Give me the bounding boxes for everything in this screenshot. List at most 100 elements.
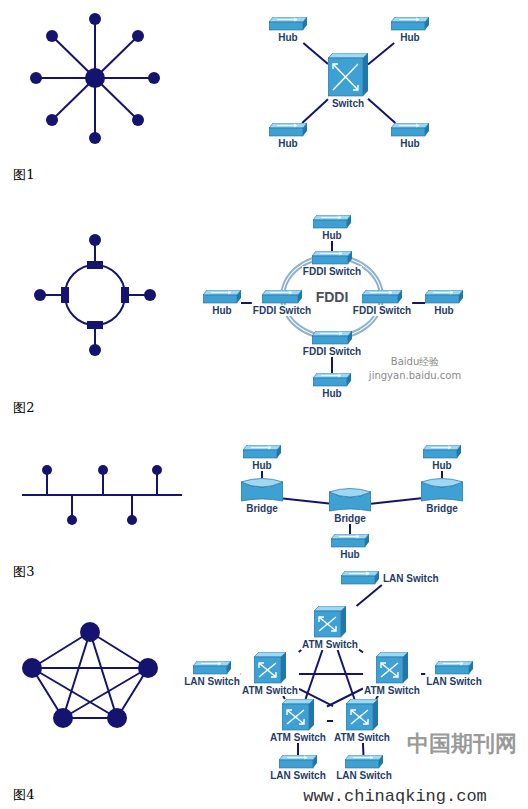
atm-device: ATM Switch <box>269 699 327 743</box>
device-label: ATM Switch <box>241 685 299 696</box>
icon-top <box>312 251 352 256</box>
icon-side <box>298 290 302 303</box>
icon-arrow <box>321 374 341 377</box>
icon-front <box>328 58 363 96</box>
bus-line <box>22 470 182 520</box>
bridge-icon <box>421 478 463 502</box>
icon-front <box>362 295 398 303</box>
lan-device: LAN Switch <box>335 755 393 781</box>
device-label: Hub <box>277 138 298 149</box>
station-dot <box>89 13 101 25</box>
hub-icon <box>269 17 307 31</box>
device-label: ATM Switch <box>301 639 359 650</box>
device-label: ATM Switch <box>269 732 327 743</box>
bridge-device: Bridge <box>421 478 463 514</box>
network-link <box>240 673 242 675</box>
station-dot <box>89 234 101 246</box>
network-link <box>412 302 425 304</box>
icon-arrow <box>277 124 297 127</box>
icon-side <box>457 445 461 458</box>
atm-icon <box>376 652 408 684</box>
mesh-links <box>32 632 148 718</box>
network-link <box>368 99 395 123</box>
icon-side <box>347 215 351 228</box>
icon-arrow <box>399 18 419 21</box>
star-topology <box>36 19 154 138</box>
icon-side <box>277 445 281 458</box>
device-label: Hub <box>399 138 420 149</box>
station-dot <box>132 114 144 126</box>
icon-arrow <box>320 252 342 255</box>
icon-arrow <box>339 535 359 538</box>
device-label: LAN Switch <box>382 573 440 584</box>
atm-device: ATM Switch <box>241 652 299 696</box>
icon-side <box>309 699 314 730</box>
icon-arrow <box>433 291 453 294</box>
icon-top <box>279 755 317 760</box>
icon-top <box>269 17 307 22</box>
icon-top <box>282 699 314 704</box>
icon-side <box>365 534 369 547</box>
icon-top <box>345 755 383 760</box>
icon-top <box>391 123 429 128</box>
icon-side <box>303 17 307 30</box>
hub-icon <box>243 445 281 459</box>
ring-line <box>65 265 125 325</box>
icon-top <box>269 123 307 128</box>
icon-top <box>425 290 463 295</box>
atm-icon <box>314 606 346 638</box>
station-dot <box>144 289 156 301</box>
network-link <box>297 743 299 755</box>
icon-arrow <box>370 291 392 294</box>
icon-side <box>348 251 352 264</box>
device-label: FDDI Switch <box>352 305 412 316</box>
icon-top <box>254 652 286 657</box>
icon-side <box>348 331 352 344</box>
figure-number: 图4 <box>13 786 34 804</box>
lan-icon <box>279 755 317 769</box>
lan-icon <box>341 571 379 585</box>
network-link <box>331 241 333 251</box>
atm-device: ATM Switch <box>363 652 421 696</box>
watermark: Baidu经验 <box>391 355 439 369</box>
icon-top <box>362 290 402 295</box>
icon-arrow <box>211 291 231 294</box>
station-dot <box>22 658 42 678</box>
station-dot <box>42 465 52 475</box>
fddi-icon <box>362 290 402 304</box>
icon-arrows <box>351 710 368 724</box>
hub-device: Hub <box>243 445 281 471</box>
network-link <box>376 696 378 699</box>
icon-arrow <box>251 446 271 449</box>
icon-top <box>435 661 473 666</box>
ring-topology <box>40 240 150 350</box>
lan-device: LAN Switch <box>425 661 483 687</box>
icon-top <box>329 489 371 498</box>
ring-repeater <box>87 321 103 329</box>
icon-side <box>398 290 402 303</box>
fddi-icon <box>262 290 302 304</box>
device-label: Hub <box>251 460 272 471</box>
station-dot <box>89 344 101 356</box>
atm-icon <box>254 652 286 684</box>
device-label: LAN Switch <box>183 676 241 687</box>
station-dot <box>98 465 108 475</box>
figure-number: 图2 <box>13 399 34 417</box>
network-link <box>331 357 333 373</box>
network-link <box>359 649 363 652</box>
icon-arrow <box>277 18 297 21</box>
icon-side <box>459 290 463 303</box>
ring-repeater <box>87 261 103 269</box>
network-link <box>357 585 382 606</box>
station-dot <box>67 515 77 525</box>
icon-side <box>227 661 231 674</box>
device-label: ATM Switch <box>333 732 391 743</box>
icon-arrow <box>201 662 221 665</box>
network-link <box>283 498 329 503</box>
station-dot <box>46 30 58 42</box>
station-dot <box>107 708 127 728</box>
network-link <box>302 99 328 123</box>
fddi-icon <box>312 331 352 345</box>
network-link <box>371 498 421 503</box>
